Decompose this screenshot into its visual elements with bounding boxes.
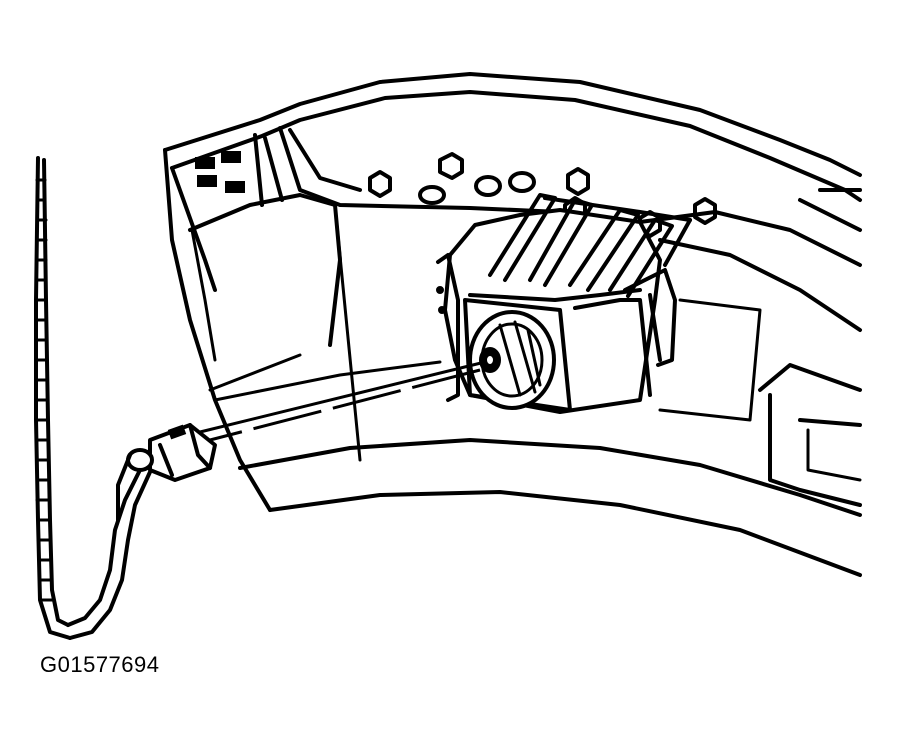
bulb-alignment-line <box>198 360 487 442</box>
bulb-connector <box>126 423 217 482</box>
fog-lamp-housing <box>436 208 677 414</box>
mounting-nuts <box>368 152 717 238</box>
figure-id-label: G01577694 <box>40 652 160 677</box>
wiring-harness <box>34 156 152 640</box>
lamp-bracket <box>488 193 692 298</box>
bumper-slots <box>195 151 245 193</box>
